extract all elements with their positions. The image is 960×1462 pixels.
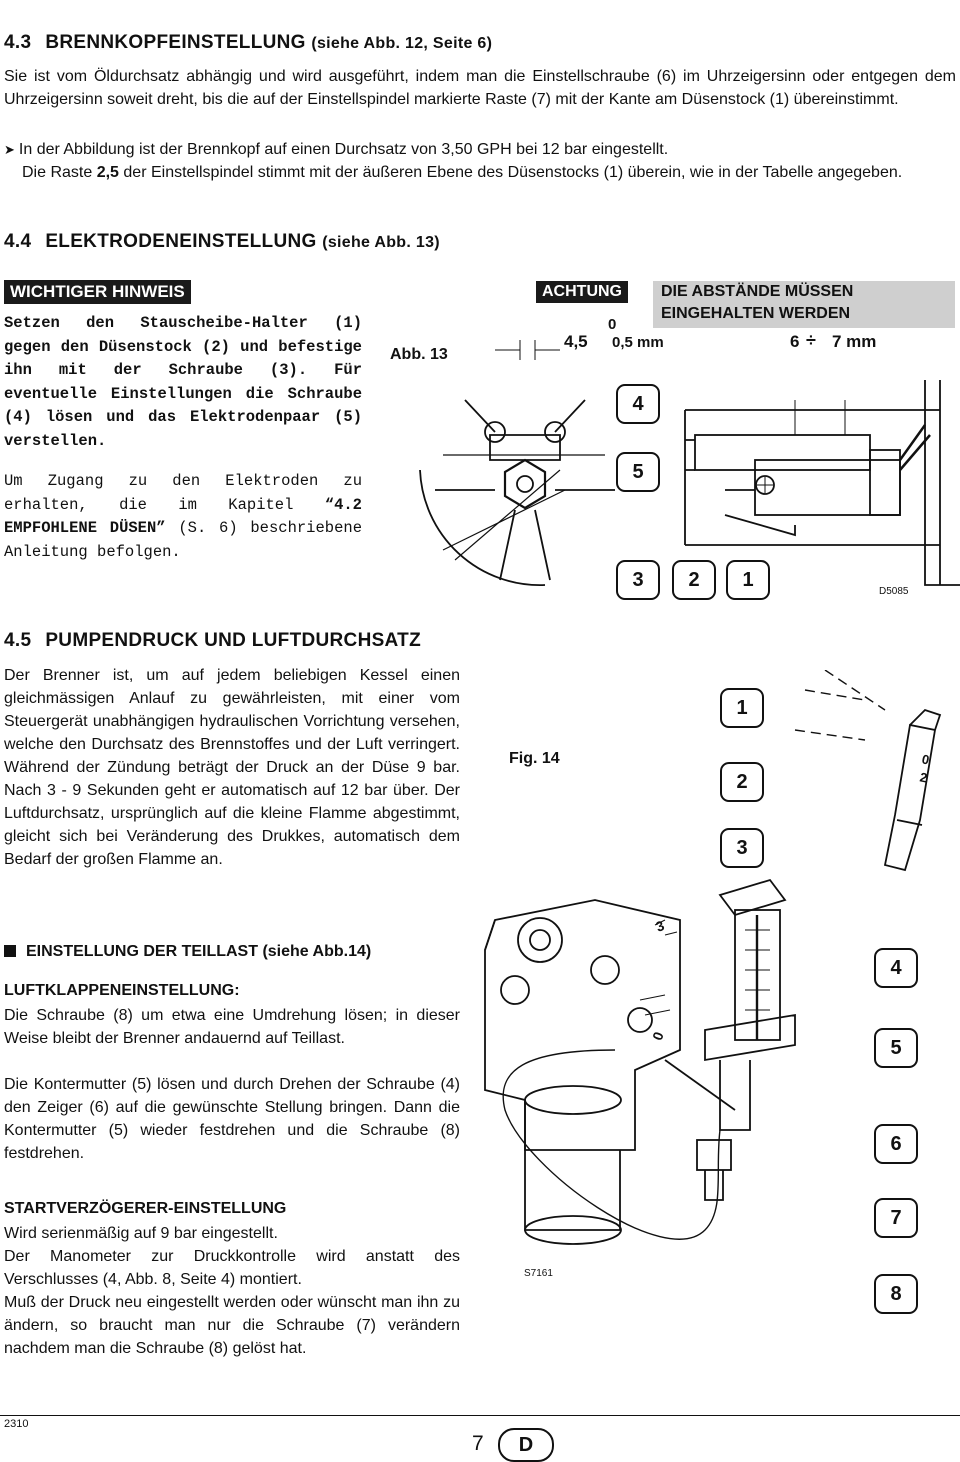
callout-1: 1 [726, 560, 770, 600]
dimension-b-lower: 6 [790, 332, 800, 351]
section-4-3-note: Die Raste 2,5 der Einstellspindel stimmt… [22, 164, 903, 181]
page-number: 7 [472, 1432, 484, 1455]
important-note-text: Setzen den Stauscheibe-Halter (1) gegen … [4, 314, 362, 450]
dimension-a-lower: 4,5 [564, 332, 588, 351]
start-delay-text-2: Der Manometer zur Druckkontrolle wird an… [4, 1248, 460, 1288]
section-4-3-bullet: ➤In der Abbildung ist der Brennkopf auf … [4, 141, 669, 158]
callout-8: 8 [874, 1274, 918, 1314]
language-badge: D [498, 1428, 554, 1462]
document-code: 2310 [4, 1418, 29, 1430]
dimension-a-value: 0,5 mm [612, 334, 664, 351]
figure-14-label: Fig. 14 [509, 750, 560, 767]
callout-5: 5 [874, 1028, 918, 1068]
callout-7: 7 [874, 1198, 918, 1238]
start-delay-text-1: Wird serienmäßig auf 9 bar eingestellt. [4, 1225, 278, 1242]
square-bullet-icon [4, 945, 16, 957]
section-number: 4.3 [4, 32, 32, 53]
callout-1: 1 [720, 688, 764, 728]
figure-code: S7161 [524, 1268, 553, 1279]
arrow-bullet-icon: ➤ [4, 142, 15, 157]
figure-code: D5085 [879, 586, 909, 597]
start-delay-heading: STARTVERZÖGERER-EINSTELLUNG [4, 1200, 287, 1217]
range-divide-icon: ÷ [806, 330, 816, 350]
air-damper-text-1: Die Schraube (8) um etwa eine Umdrehung … [4, 1007, 460, 1047]
section-4-5-paragraph: Der Brenner ist, um auf jedem beliebigen… [4, 667, 460, 868]
callout-5: 5 [616, 452, 660, 492]
callout-6: 6 [874, 1124, 918, 1164]
figure-13-label: Abb. 13 [390, 346, 448, 363]
section-4-3-paragraph: Sie ist vom Öldurchsatz abhängig und wir… [4, 68, 956, 108]
footer-rule [0, 1415, 960, 1416]
section-title: BRENNKOPFEINSTELLUNG [45, 32, 306, 53]
callout-3: 3 [616, 560, 660, 600]
partial-load-heading: EINSTELLUNG DER TEILLAST (siehe Abb.14) [4, 943, 371, 961]
start-delay-text-3: Muß der Druck neu eingestellt werden ode… [4, 1294, 460, 1357]
callout-3: 3 [720, 828, 764, 868]
callout-4: 4 [874, 948, 918, 988]
electrode-diagram [419, 340, 960, 586]
electrode-access-text: Um Zugang zu den Elektroden zu erhalten,… [4, 472, 362, 561]
important-note-label: WICHTIGER HINWEIS [4, 280, 191, 304]
dimension-b-value: 7 mm [832, 332, 877, 351]
callout-2: 2 [672, 560, 716, 600]
dimension-a-upper: 0 [608, 316, 617, 333]
distance-warning-box: DIE ABSTÄNDE MÜSSEN EINGEHALTEN WERDEN [653, 281, 955, 328]
callout-2: 2 [720, 762, 764, 802]
air-damper-text-2: Die Kontermutter (5) lösen und durch Dre… [4, 1076, 460, 1162]
callout-4: 4 [616, 384, 660, 424]
caution-label: ACHTUNG [536, 281, 628, 303]
section-4-3-heading: 4.3 BRENNKOPFEINSTELLUNG (siehe Abb. 12, … [4, 32, 492, 54]
air-damper-heading: LUFTKLAPPENEINSTELLUNG: [4, 982, 240, 999]
section-reference: (siehe Abb. 12, Seite 6) [311, 35, 493, 52]
pump-diagram [484, 670, 942, 1245]
